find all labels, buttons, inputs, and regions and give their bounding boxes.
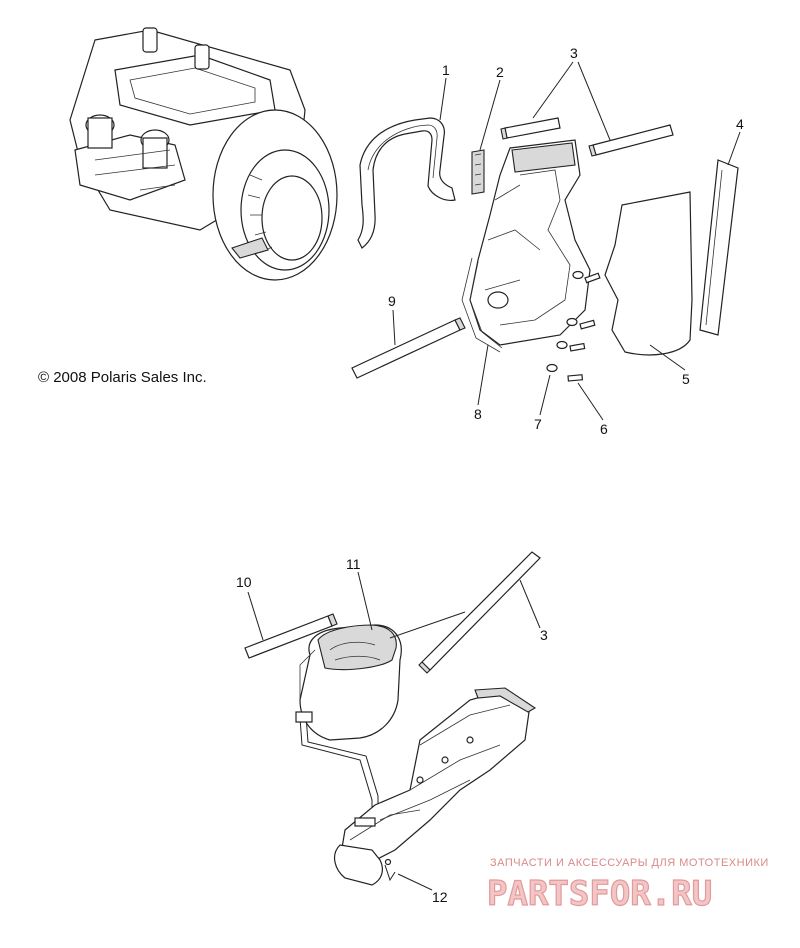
callout-10: 10	[236, 574, 252, 590]
callout-labels: 1 2 3 4 5 6 7 8 9 10 11 3 12	[236, 45, 744, 905]
fasteners-washers	[546, 270, 601, 382]
part-1-seal	[357, 117, 456, 249]
part-2-foam-pad	[471, 149, 485, 195]
leader-lines	[247, 61, 741, 891]
callout-8: 8	[474, 406, 482, 422]
engine-illustration	[69, 27, 338, 281]
callout-9: 9	[388, 293, 396, 309]
copyright-text: © 2008 Polaris Sales Inc.	[38, 369, 207, 386]
callout-4: 4	[736, 116, 744, 132]
callout-5: 5	[682, 371, 690, 387]
callout-1: 1	[442, 62, 450, 78]
callout-3-lower: 3	[540, 627, 548, 643]
part-9-foam-bar	[351, 317, 466, 379]
part-4-foam-strip	[699, 159, 739, 336]
part-11-intake-box	[299, 624, 402, 741]
part-12-clip	[384, 858, 396, 882]
callout-2: 2	[496, 64, 504, 80]
callout-11: 11	[346, 556, 361, 572]
part-lower-duct	[333, 687, 537, 886]
watermark-tagline: ЗАПЧАСТИ И АКСЕССУАРЫ ДЛЯ МОТОТЕХНИКИ	[490, 857, 769, 869]
watermark: ЗАПЧАСТИ И АКСЕССУАРЫ ДЛЯ МОТОТЕХНИКИ PA…	[486, 857, 769, 915]
callout-12: 12	[432, 889, 448, 905]
watermark-logo: PARTSFOR.RU	[487, 874, 712, 914]
part-5-plate	[604, 191, 693, 356]
part-3-long-strip	[418, 551, 541, 674]
callout-6: 6	[600, 421, 608, 437]
part-10-foam-bar	[244, 613, 338, 659]
callout-3-upper: 3	[570, 45, 578, 61]
callout-7: 7	[534, 416, 542, 432]
part-8-housing	[461, 139, 591, 353]
part-3-foam-strips	[500, 117, 674, 157]
